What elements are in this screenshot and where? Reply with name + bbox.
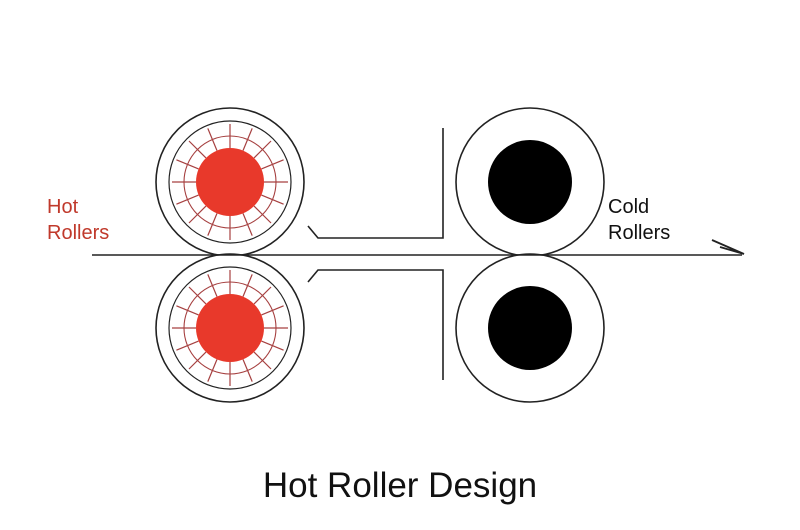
hot-roller-bottom-hot-core bbox=[196, 294, 264, 362]
hot-label-line1: Hot bbox=[47, 196, 79, 218]
lower-guide-plate bbox=[307, 269, 444, 380]
hot-roller-top-heating-coil bbox=[183, 135, 277, 229]
hot-label-line2: Rollers bbox=[47, 222, 110, 244]
heating-coil-ring bbox=[183, 135, 277, 229]
diagram-caption: Hot Roller Design bbox=[262, 466, 538, 505]
hot-roller-top-inner-ring bbox=[168, 120, 292, 244]
cold-roller-top bbox=[455, 107, 605, 257]
cold-roller-bottom bbox=[455, 253, 605, 403]
direction-arrow-icon bbox=[711, 239, 745, 255]
cold-rollers-label: Cold Rollers bbox=[608, 194, 670, 246]
hot-roller-top-hot-core bbox=[196, 148, 264, 216]
hot-roller-top bbox=[155, 107, 305, 257]
cold-roller-bottom-cold-core bbox=[488, 286, 572, 370]
cold-label-line1: Cold bbox=[608, 196, 650, 218]
hot-roller-bottom-heating-coil bbox=[183, 281, 277, 375]
hot-rollers-label: Hot Rollers bbox=[47, 194, 109, 246]
hot-roller-bottom bbox=[155, 253, 305, 403]
heating-coil-ring bbox=[183, 281, 277, 375]
hot-roller-bottom-inner-ring bbox=[168, 266, 292, 390]
upper-guide-plate bbox=[307, 128, 444, 239]
cold-roller-top-cold-core bbox=[488, 140, 572, 224]
rollers bbox=[155, 107, 605, 403]
cold-label-line2: Rollers bbox=[608, 222, 671, 244]
